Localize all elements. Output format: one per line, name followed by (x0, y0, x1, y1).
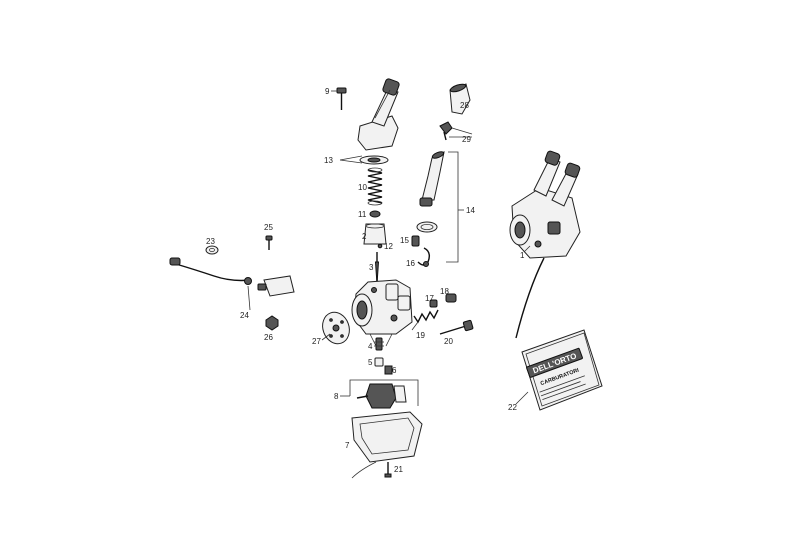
part-29-adjuster (439, 121, 473, 141)
callout-19: 19 (416, 331, 425, 340)
callout-14: 14 (466, 206, 475, 215)
part-24-choke-wire (169, 257, 295, 297)
callout-10: 10 (358, 183, 367, 192)
callout-26: 26 (264, 333, 273, 342)
part-20-bolt (439, 319, 474, 335)
part-12-needle-clip (377, 243, 383, 249)
part-25-screw (265, 235, 273, 250)
part-14-choke-assembly (416, 151, 464, 263)
callout-8: 8 (334, 392, 339, 401)
callout-3: 3 (369, 263, 374, 272)
callout-labels: 1 2 3 4 5 6 7 8 9 10 11 12 13 14 15 16 1… (206, 87, 525, 474)
callout-2: 2 (362, 232, 367, 241)
part-11-clip-ring (369, 210, 381, 218)
part-16-fitting (417, 247, 431, 267)
part-15-plunger (411, 235, 420, 247)
part-2-throttle-slide (363, 223, 387, 245)
part-28-cap (449, 83, 471, 115)
throttle-cover-cable-adjuster (357, 78, 400, 151)
callout-28: 28 (460, 101, 469, 110)
callout-11: 11 (358, 210, 367, 219)
part-9-screw (336, 87, 347, 110)
part-26-nut (265, 315, 279, 331)
part-3-jet-needle (374, 252, 380, 285)
callout-17: 17 (425, 294, 434, 303)
part-6-main-jet (384, 365, 393, 375)
part-22-kit-card: DELL'ORTO CARBURATORI (521, 329, 603, 411)
carburetor-body (351, 279, 413, 347)
callout-5: 5 (368, 358, 373, 367)
callout-21: 21 (394, 465, 403, 474)
callout-18: 18 (440, 287, 449, 296)
callout-20: 20 (444, 337, 453, 346)
part-10-spring (367, 167, 383, 206)
callout-12: 12 (384, 242, 393, 251)
leader-lines (247, 90, 531, 405)
callout-15: 15 (400, 236, 409, 245)
part-21-drain-screw (384, 462, 392, 478)
part-23-grommet (205, 245, 219, 255)
part-5-jet-holder (374, 357, 384, 367)
part-13-gaskets (339, 155, 389, 165)
callout-24: 24 (240, 311, 249, 320)
callout-16: 16 (406, 259, 415, 268)
callout-23: 23 (206, 237, 215, 246)
callout-6: 6 (392, 366, 397, 375)
part-8-float (340, 379, 419, 409)
callout-7: 7 (345, 441, 350, 450)
part-1-complete-carburetor (509, 150, 581, 339)
part-27-plate (322, 311, 350, 345)
part-17-18-screws (429, 293, 457, 308)
callout-4: 4 (368, 342, 373, 351)
callout-9: 9 (325, 87, 330, 96)
callout-25: 25 (264, 223, 273, 232)
callout-27: 27 (312, 337, 321, 346)
callout-13: 13 (324, 156, 333, 165)
part-7-float-bowl (351, 411, 423, 479)
part-19-idle-spring (413, 309, 439, 324)
callout-22: 22 (508, 403, 517, 412)
part-4-jet (374, 337, 384, 351)
callout-29: 29 (462, 135, 471, 144)
callout-1: 1 (520, 251, 525, 260)
